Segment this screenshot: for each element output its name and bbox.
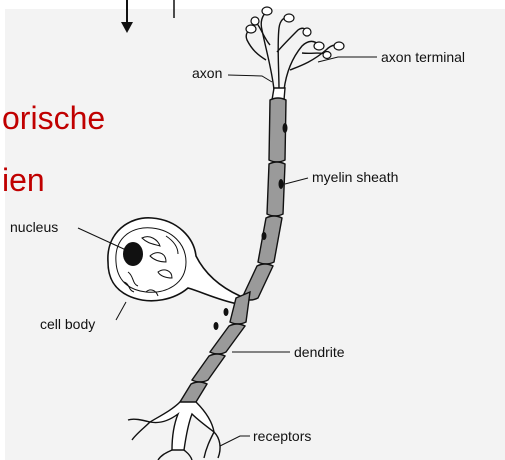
myelin-nuclei-lower bbox=[214, 308, 229, 330]
label-nucleus: nucleus bbox=[10, 219, 58, 235]
label-receptors: receptors bbox=[253, 428, 311, 444]
nucleus-shape bbox=[123, 242, 143, 266]
cell-body bbox=[108, 218, 240, 304]
dendrite-branches bbox=[128, 402, 220, 460]
label-cell-body: cell body bbox=[40, 316, 95, 332]
myelin-segments-upper bbox=[242, 98, 286, 300]
label-axon-terminal: axon terminal bbox=[381, 49, 465, 65]
axon-terminal-branches bbox=[246, 12, 338, 90]
myelin-segments-lower bbox=[180, 292, 250, 404]
label-dendrite: dendrite bbox=[294, 344, 345, 360]
label-axon: axon bbox=[192, 65, 222, 81]
label-myelin-sheath: myelin sheath bbox=[312, 169, 398, 185]
down-arrow-icon bbox=[121, 0, 133, 33]
